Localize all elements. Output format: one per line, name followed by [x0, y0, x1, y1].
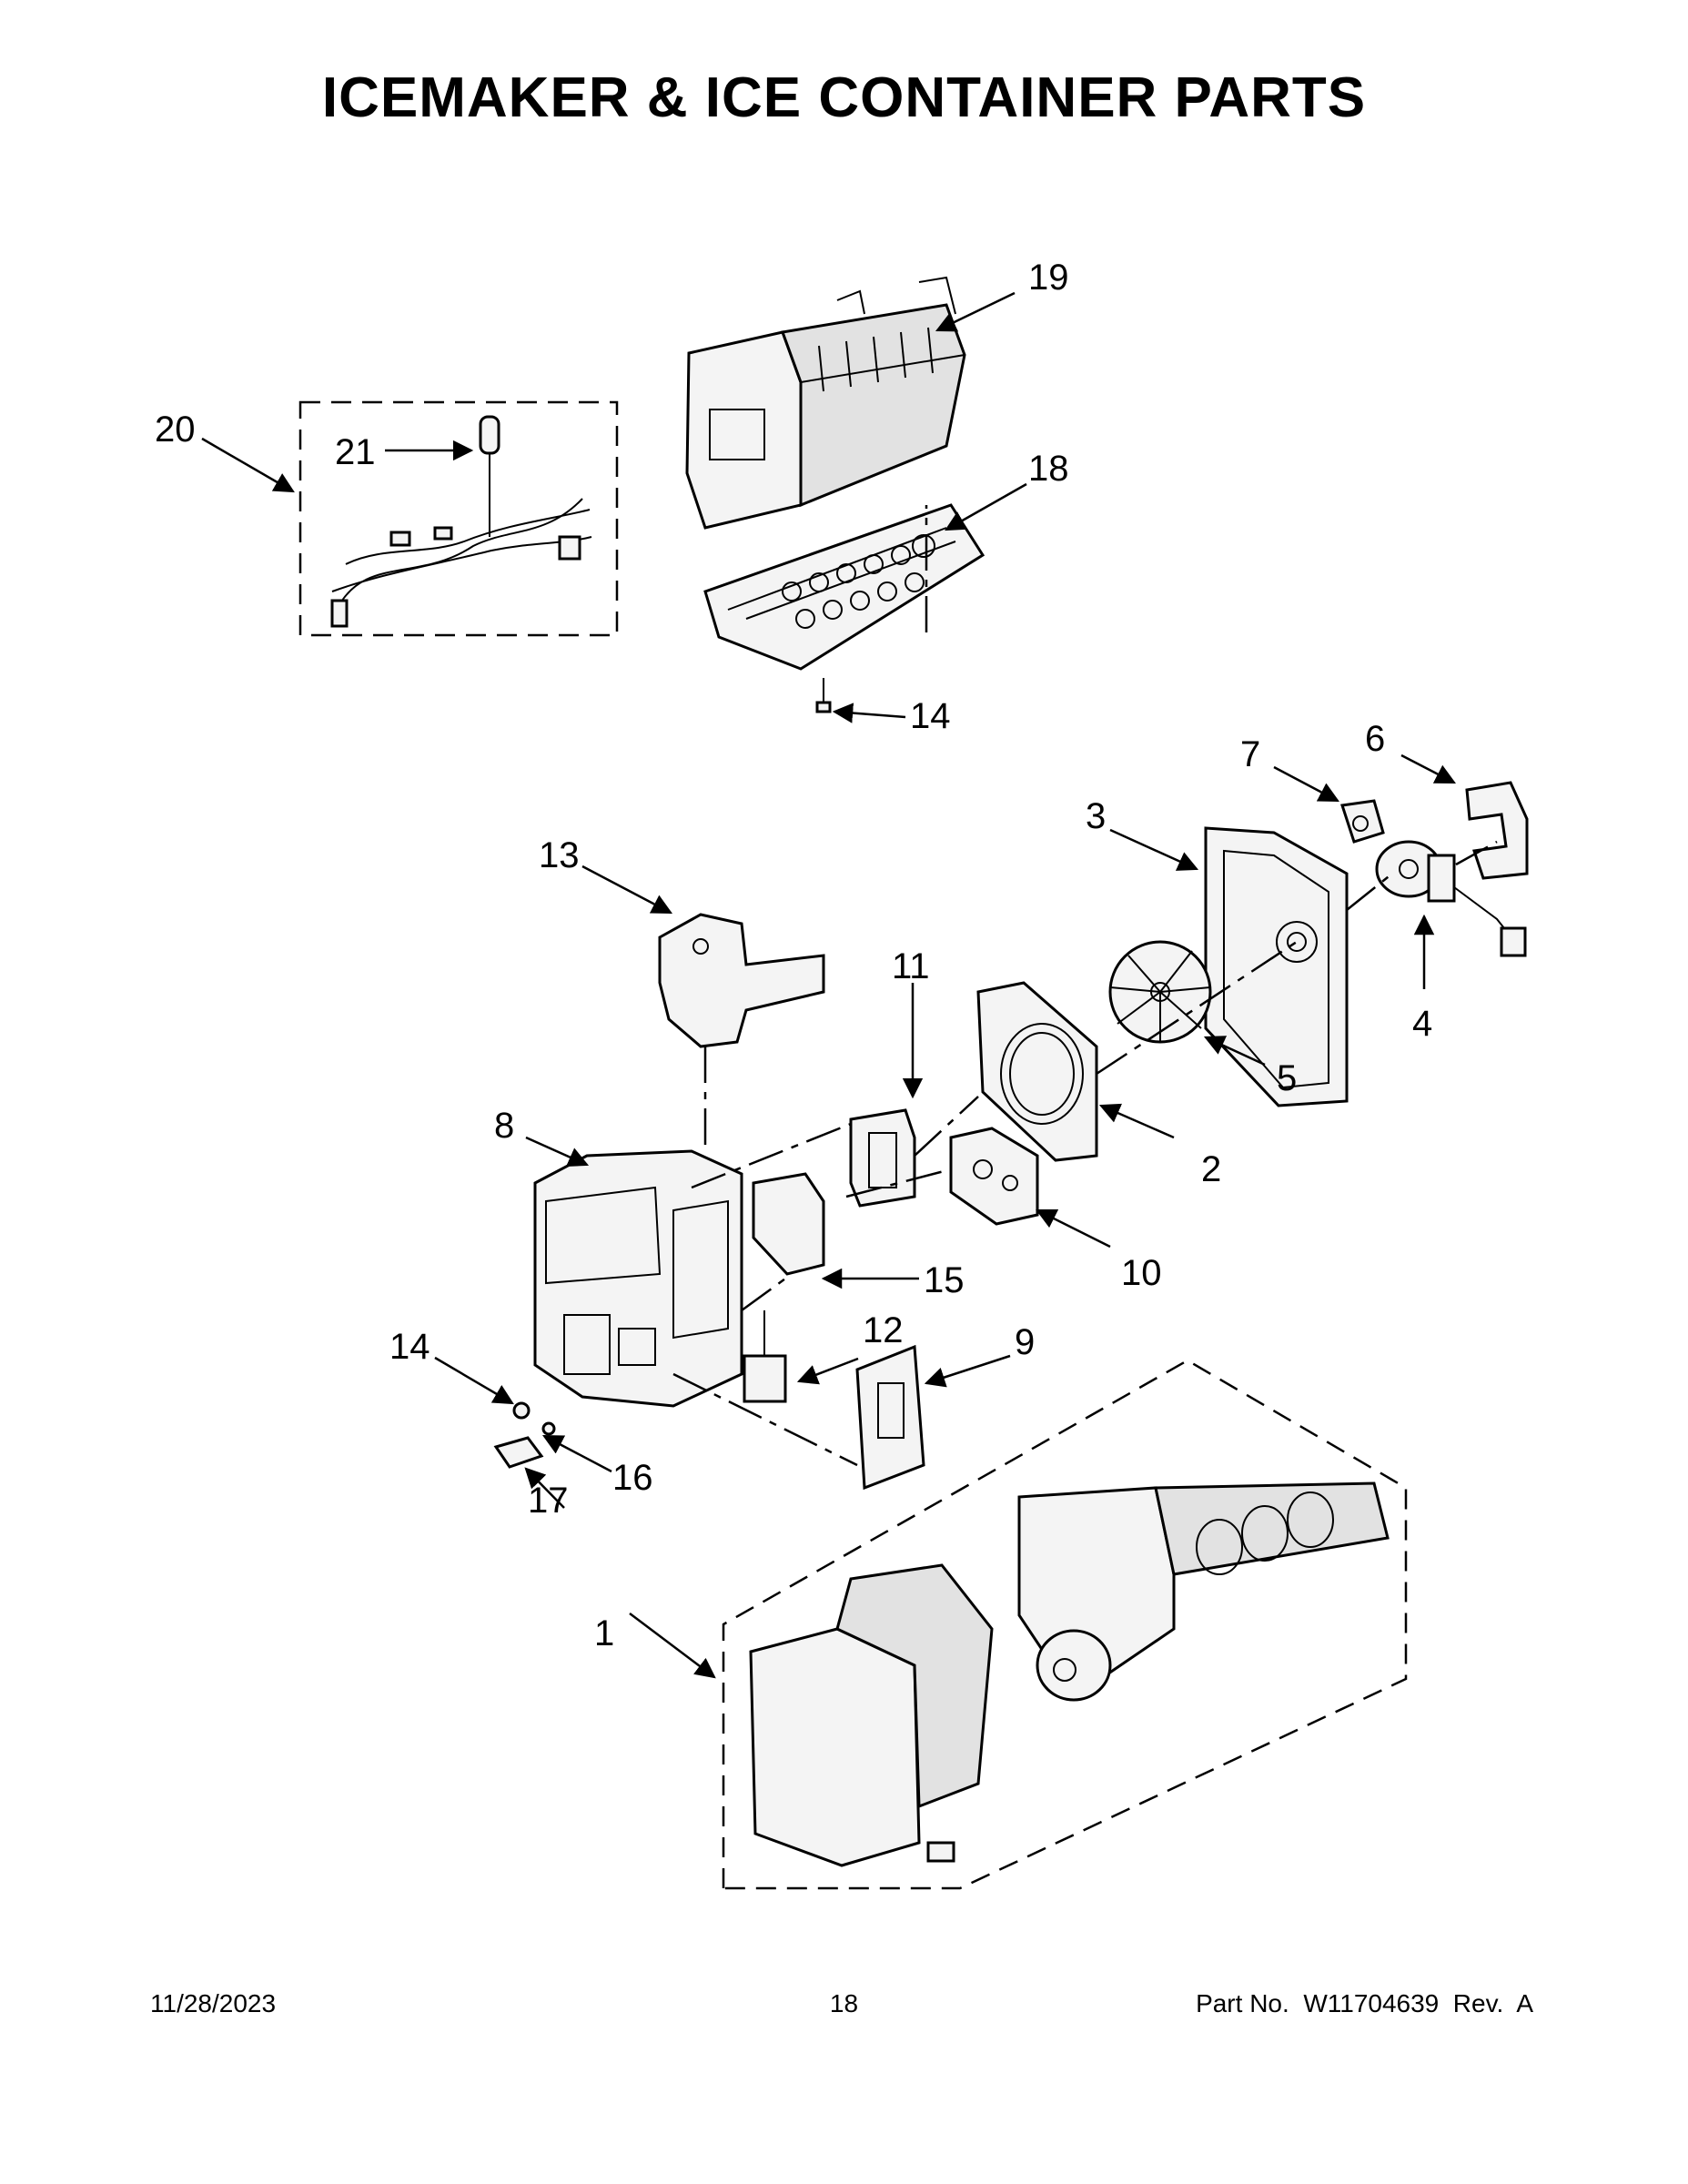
callout-14-upper: 14 — [910, 696, 951, 736]
solenoid-housing — [849, 1108, 916, 1208]
auger-motor — [949, 1127, 1039, 1226]
callout-4: 4 — [1412, 1004, 1432, 1044]
callout-9: 9 — [1015, 1322, 1035, 1362]
callout-3: 3 — [1086, 796, 1106, 836]
ice-bucket-front — [749, 1627, 921, 1867]
ice-container-boundary — [722, 1359, 1408, 1890]
ice-chute — [658, 913, 825, 1048]
fan-housing — [1204, 826, 1349, 1107]
callout-5: 5 — [1277, 1058, 1297, 1098]
callout-11: 11 — [892, 946, 930, 986]
callout-labels: 1 2 3 4 5 6 7 8 9 10 11 12 13 14 14 15 1… — [155, 258, 1432, 1653]
callout-13: 13 — [539, 835, 580, 875]
harness-kit-boundary — [298, 400, 619, 637]
callout-8: 8 — [494, 1106, 514, 1146]
callout-17: 17 — [528, 1481, 569, 1521]
thermistor-part — [479, 415, 500, 455]
callout-20: 20 — [155, 410, 196, 450]
footer-page-number: 18 — [829, 1989, 859, 2017]
fan-motor — [1375, 840, 1527, 957]
icemaker-tray-base — [703, 503, 986, 671]
dispenser-housing — [533, 1149, 743, 1408]
page-title: ICEMAKER & ICE CONTAINER PARTS — [321, 66, 1367, 129]
callout-10: 10 — [1121, 1253, 1162, 1293]
cover-plate — [855, 1344, 925, 1491]
callout-19: 19 — [1028, 258, 1069, 298]
callout-2: 2 — [1201, 1149, 1221, 1189]
callout-15: 15 — [924, 1260, 965, 1300]
callout-12: 12 — [863, 1310, 904, 1350]
fan-housing-frame — [1204, 826, 1349, 1107]
footer-part-number: Part No. W11704639 Rev. A — [1196, 1989, 1533, 2017]
callout-16: 16 — [612, 1458, 653, 1498]
hardware-screw-washer — [493, 1401, 556, 1469]
callout-1: 1 — [594, 1613, 614, 1653]
solenoid-bracket — [752, 1172, 825, 1276]
icemaker-control-housing — [685, 330, 803, 530]
callout-6: 6 — [1365, 719, 1385, 759]
fan-shroud — [976, 981, 1098, 1162]
icemaker-assembly — [685, 276, 966, 530]
fan-blade — [1108, 940, 1212, 1044]
footer-date: 11/28/2023 — [150, 1989, 277, 2017]
solenoid — [743, 1310, 787, 1403]
motor-bracket — [1465, 781, 1529, 880]
callout-7: 7 — [1240, 734, 1260, 774]
tray-screw — [815, 678, 832, 713]
icemaker-mold — [780, 303, 966, 508]
callout-21: 21 — [335, 432, 376, 472]
leader-arrows — [201, 291, 1456, 1679]
ice-bucket-side — [835, 1563, 994, 1809]
callout-14-lower: 14 — [389, 1327, 430, 1367]
callout-18: 18 — [1028, 449, 1069, 489]
wire-harness-kit — [298, 400, 619, 637]
ice-container-kit — [722, 1359, 1408, 1890]
motor-mount — [1340, 799, 1385, 844]
alignment-lines — [672, 505, 1498, 1467]
